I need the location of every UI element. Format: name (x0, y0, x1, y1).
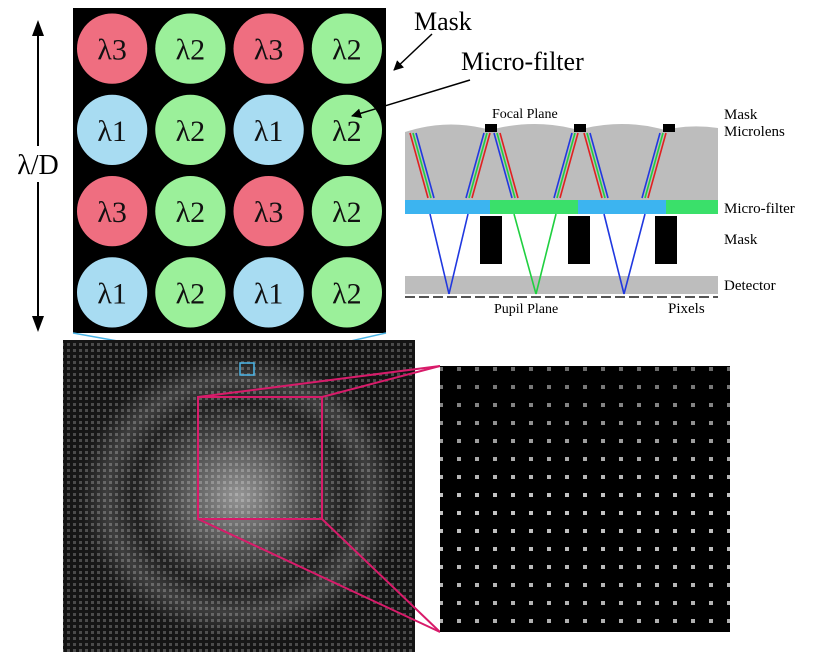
filter-label-r3-c2: λ1 (254, 277, 284, 310)
filter-circle-r2-c0 (77, 176, 148, 247)
mask-dot-2 (574, 124, 586, 132)
filter-label-r0-c1: λ2 (176, 34, 206, 67)
filter-circle-r0-c2 (233, 13, 304, 84)
filter-label-r2-c0: λ3 (97, 196, 127, 229)
filter-green-2 (666, 200, 718, 214)
filter-label-r3-c1: λ2 (176, 277, 206, 310)
zoomed-dot-image (440, 366, 730, 632)
micro-filter-label: Micro-filter (724, 201, 795, 217)
filter-circle-r2-c2 (233, 176, 304, 247)
filter-green-1 (490, 200, 578, 214)
filter-label-r0-c3: λ2 (332, 34, 362, 67)
filter-circle-r3-c3 (311, 257, 382, 328)
filter-circle-r1-c0 (77, 94, 148, 165)
focal-plane-label: Focal Plane (492, 107, 558, 122)
detector-label: Detector (724, 278, 776, 294)
pink-zoom-lines (197, 365, 441, 633)
filter-circle-r0-c3 (311, 13, 382, 84)
mask-dot-1 (485, 124, 497, 132)
micro-filter-callout-label: Micro-filter (461, 47, 584, 76)
cross-section (405, 124, 718, 298)
filter-label-r2-c2: λ3 (254, 196, 284, 229)
mask-dot-3 (663, 124, 675, 132)
filter-circle-r3-c1 (155, 257, 226, 328)
filter-blue-1 (405, 200, 490, 214)
detector-layer (405, 276, 718, 294)
filter-circle-r3-c0 (77, 257, 148, 328)
filter-circle-r1-c1 (155, 94, 226, 165)
filter-label-r1-c1: λ2 (176, 115, 206, 148)
filter-label-r1-c0: λ1 (97, 115, 127, 148)
mask-bar-3 (655, 216, 677, 264)
filter-label-r2-c3: λ2 (332, 196, 362, 229)
pixels-label: Pixels (668, 301, 705, 317)
zoom-region-box (197, 396, 323, 520)
filter-circle-r1-c2 (233, 94, 304, 165)
mask-callout-arrow (393, 33, 433, 71)
filter-label-r0-c0: λ3 (97, 34, 127, 67)
filter-label-r2-c1: λ2 (176, 196, 206, 229)
microlens-layer (405, 124, 718, 200)
filter-circle-r2-c3 (311, 176, 382, 247)
mask-bar-1 (480, 216, 502, 264)
scale-label: λ/D (17, 150, 59, 181)
mask-label: Mask (724, 107, 758, 123)
micro-filter-callout-arrow (351, 79, 471, 119)
filter-blue-2 (578, 200, 666, 214)
filter-label-r3-c0: λ1 (97, 277, 127, 310)
filter-circle-r2-c1 (155, 176, 226, 247)
mask-bar-2 (568, 216, 590, 264)
microlens-label: Microlens (724, 124, 785, 140)
filter-label-r3-c3: λ2 (332, 277, 362, 310)
mask-callout-label: Mask (414, 7, 472, 36)
micro-filter-grid: λ3 λ2 λ3 λ2 λ1 λ2 λ1 λ2 λ3 λ2 λ3 λ2 λ1 λ2 λ1 λ2 (77, 13, 382, 328)
filter-label-r0-c2: λ3 (254, 34, 284, 67)
filter-circle-r3-c2 (233, 257, 304, 328)
filter-label-r1-c2: λ1 (254, 115, 284, 148)
pupil-plane-label: Pupil Plane (494, 302, 558, 317)
scale-label-bg (14, 146, 62, 182)
filter-circle-r0-c0 (77, 13, 148, 84)
filter-circle-r0-c1 (155, 13, 226, 84)
mask-middle-label: Mask (724, 232, 758, 248)
filter-label-r1-c3: λ2 (332, 115, 362, 148)
